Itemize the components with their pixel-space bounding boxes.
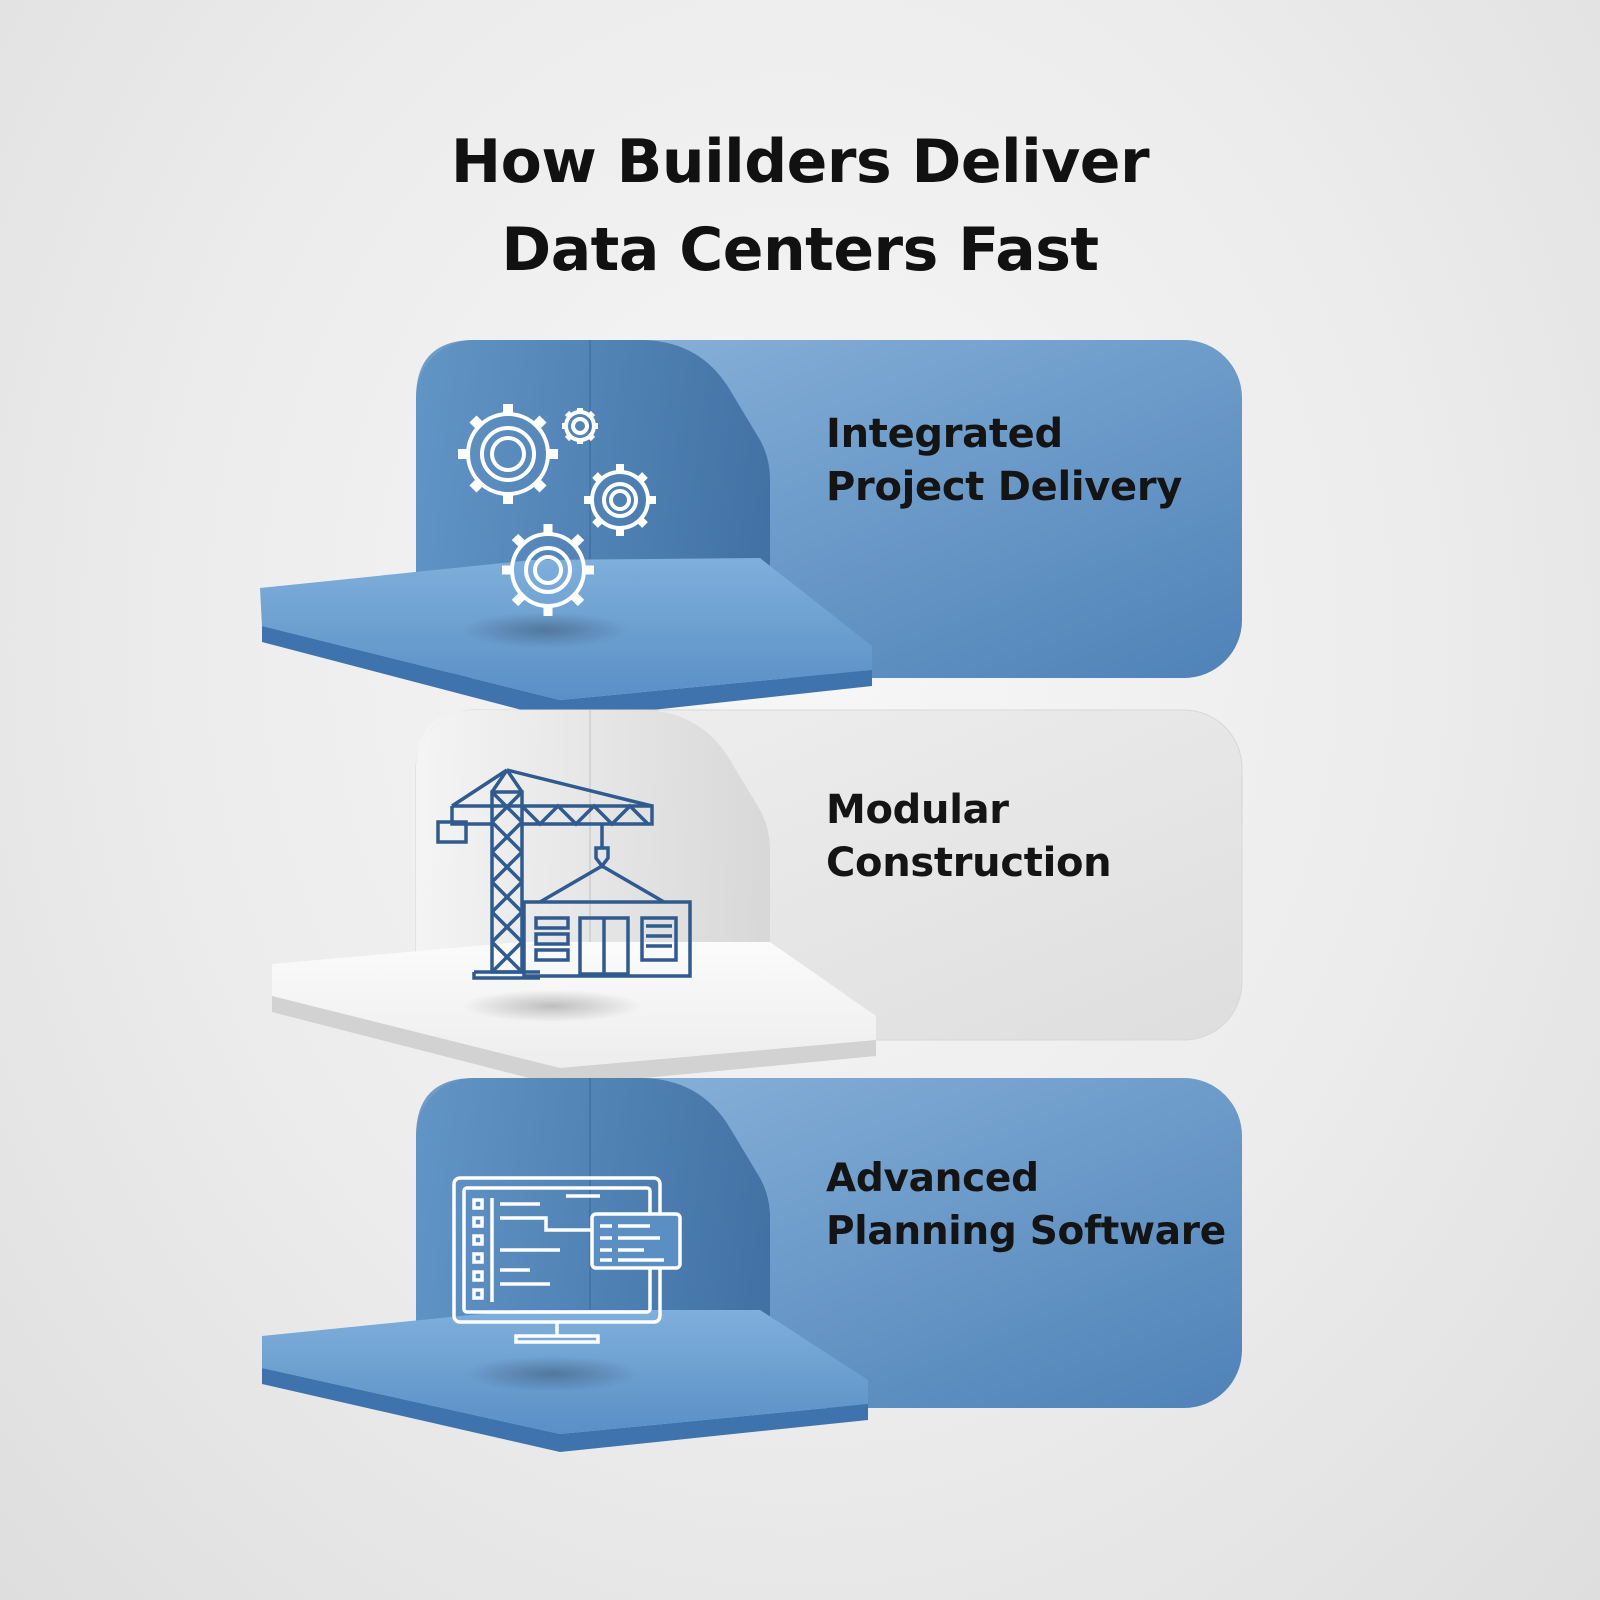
step-1-label-line-2: Project Delivery: [826, 464, 1183, 510]
step-3-label-line-1: Advanced: [826, 1156, 1039, 1201]
gears-icon: [458, 404, 656, 616]
step-modular-construction: Modular Construction: [0, 706, 1600, 1106]
step-1-label-line-1: Integrated: [826, 411, 1063, 457]
title-line-2: Data Centers Fast: [501, 215, 1099, 285]
step-2-label-line-1: Modular: [826, 787, 1009, 833]
step-integrated-project-delivery: Integrated Project Delivery: [0, 330, 1600, 730]
step-3-label: Advanced Planning Software: [826, 1152, 1246, 1258]
title-line-1: How Builders Deliver: [450, 127, 1150, 197]
step-3-shape: [262, 1078, 1242, 1452]
step-1-shape: [260, 340, 1242, 720]
step-1-label: Integrated Project Delivery: [826, 408, 1246, 514]
monitor-icon: [452, 1176, 682, 1344]
step-advanced-planning-software: Advanced Planning Software: [0, 1074, 1600, 1474]
crane-icon: [436, 768, 692, 980]
step-2-shape: [272, 709, 1243, 1086]
step-2-label-line-2: Construction: [826, 840, 1112, 886]
step-2-label: Modular Construction: [826, 784, 1246, 890]
step-3-label-line-2: Planning Software: [826, 1209, 1226, 1254]
page-title: How Builders Deliver Data Centers Fast: [0, 118, 1600, 294]
